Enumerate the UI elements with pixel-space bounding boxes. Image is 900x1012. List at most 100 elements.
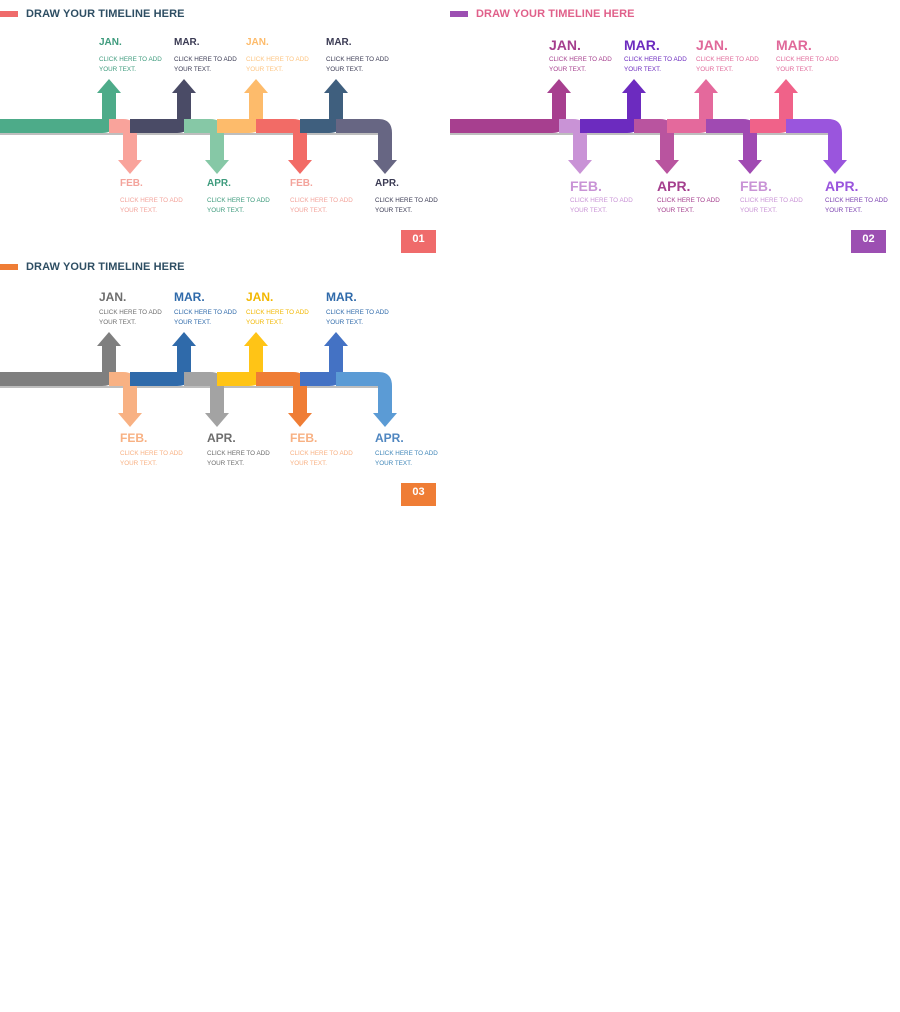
milestone-text-7[interactable]: CLICK HERE TO ADD YOUR TEXT. <box>326 309 389 326</box>
milestone-text-5[interactable]: CLICK HERE TO ADD YOUR TEXT. <box>246 309 309 326</box>
slide-title[interactable]: DRAW YOUR TIMELINE HERE <box>476 8 635 20</box>
milestone-text-5[interactable]: CLICK HERE TO ADD YOUR TEXT. <box>246 56 309 73</box>
timeline-shadow <box>450 133 835 135</box>
arrow-shaft <box>706 119 757 160</box>
milestone-month-5[interactable]: JAN. <box>246 290 274 304</box>
milestone-text-2[interactable]: CLICK HERE TO ADD YOUR TEXT. <box>120 450 183 467</box>
milestone-text-4[interactable]: CLICK HERE TO ADD YOUR TEXT. <box>657 197 720 214</box>
timeline-shadow <box>0 386 385 388</box>
timeline-arrow-4 <box>634 119 679 174</box>
milestone-text-1[interactable]: CLICK HERE TO ADD YOUR TEXT. <box>99 56 162 73</box>
arrow-head <box>568 160 592 174</box>
timeline-arrow-3 <box>130 79 196 133</box>
milestone-text-6[interactable]: CLICK HERE TO ADD YOUR TEXT. <box>290 197 353 214</box>
timeline-arrow-7 <box>300 332 348 386</box>
slide-3: DRAW YOUR TIMELINE HERE JAN. CLICK HERE T… <box>0 253 450 506</box>
slide-number-badge: 01 <box>401 230 436 253</box>
milestone-month-3[interactable]: MAR. <box>624 37 660 53</box>
milestone-month-6[interactable]: FEB. <box>290 178 313 189</box>
milestone-month-4[interactable]: APR. <box>207 431 236 445</box>
milestone-text-7[interactable]: CLICK HERE TO ADD YOUR TEXT. <box>326 56 389 73</box>
milestone-text-8[interactable]: CLICK HERE TO ADD YOUR TEXT. <box>375 450 438 467</box>
arrow-head <box>205 413 229 427</box>
arrow-head <box>288 160 312 174</box>
milestone-month-8[interactable]: APR. <box>375 178 399 189</box>
milestone-month-2[interactable]: FEB. <box>570 178 602 194</box>
timeline-arrow-8 <box>336 372 397 427</box>
milestone-text-2[interactable]: CLICK HERE TO ADD YOUR TEXT. <box>570 197 633 214</box>
arrow-shaft <box>336 372 392 413</box>
timeline-arrow-5 <box>217 332 268 386</box>
milestone-month-2[interactable]: FEB. <box>120 178 143 189</box>
milestone-text-3[interactable]: CLICK HERE TO ADD YOUR TEXT. <box>174 309 237 326</box>
timeline-arrow-1 <box>0 332 121 386</box>
milestone-month-6[interactable]: FEB. <box>740 178 772 194</box>
milestone-text-4[interactable]: CLICK HERE TO ADD YOUR TEXT. <box>207 197 270 214</box>
milestone-text-5[interactable]: CLICK HERE TO ADD YOUR TEXT. <box>696 56 759 73</box>
slide-2: DRAW YOUR TIMELINE HERE JAN. CLICK HERE T… <box>450 0 900 253</box>
arrow-shaft <box>750 93 793 133</box>
arrow-head <box>172 79 196 93</box>
milestone-text-2[interactable]: CLICK HERE TO ADD YOUR TEXT. <box>120 197 183 214</box>
milestone-month-8[interactable]: APR. <box>375 431 404 445</box>
timeline-arrows <box>450 79 847 174</box>
arrow-shaft <box>450 93 566 133</box>
slide-number-badge: 02 <box>851 230 886 253</box>
milestone-month-7[interactable]: MAR. <box>326 290 357 304</box>
arrow-head <box>823 160 847 174</box>
arrow-shaft <box>336 119 392 160</box>
milestone-month-1[interactable]: JAN. <box>549 37 581 53</box>
milestone-month-2[interactable]: FEB. <box>120 431 148 445</box>
timeline-arrow-3 <box>130 332 196 386</box>
milestone-text-4[interactable]: CLICK HERE TO ADD YOUR TEXT. <box>207 450 270 467</box>
timeline-arrow-1 <box>0 79 121 133</box>
milestone-month-7[interactable]: MAR. <box>326 37 352 48</box>
timeline-arrow-7 <box>750 79 798 133</box>
milestone-text-8[interactable]: CLICK HERE TO ADD YOUR TEXT. <box>825 197 888 214</box>
milestone-month-4[interactable]: APR. <box>657 178 691 194</box>
milestone-text-3[interactable]: CLICK HERE TO ADD YOUR TEXT. <box>624 56 687 73</box>
milestone-text-7[interactable]: CLICK HERE TO ADD YOUR TEXT. <box>776 56 839 73</box>
milestone-text-6[interactable]: CLICK HERE TO ADD YOUR TEXT. <box>740 197 803 214</box>
arrow-shaft <box>300 93 343 133</box>
arrow-shaft <box>580 93 641 133</box>
milestone-month-3[interactable]: MAR. <box>174 290 205 304</box>
title-accent-bar <box>0 264 18 270</box>
milestone-month-7[interactable]: MAR. <box>776 37 812 53</box>
milestone-text-1[interactable]: CLICK HERE TO ADD YOUR TEXT. <box>99 309 162 326</box>
arrow-head <box>324 79 348 93</box>
arrow-head <box>97 332 121 346</box>
arrow-shaft <box>130 93 191 133</box>
milestone-month-6[interactable]: FEB. <box>290 431 318 445</box>
milestone-month-5[interactable]: JAN. <box>696 37 728 53</box>
milestone-month-8[interactable]: APR. <box>825 178 859 194</box>
timeline-arrow-6 <box>706 119 762 174</box>
arrow-shaft <box>300 346 343 386</box>
milestone-text-8[interactable]: CLICK HERE TO ADD YOUR TEXT. <box>375 197 438 214</box>
timeline-arrow-8 <box>786 119 847 174</box>
arrow-head <box>738 160 762 174</box>
arrow-shaft <box>217 93 263 133</box>
milestone-text-6[interactable]: CLICK HERE TO ADD YOUR TEXT. <box>290 450 353 467</box>
milestone-text-3[interactable]: CLICK HERE TO ADD YOUR TEXT. <box>174 56 237 73</box>
milestone-month-1[interactable]: JAN. <box>99 290 127 304</box>
slide-title[interactable]: DRAW YOUR TIMELINE HERE <box>26 261 185 273</box>
milestone-month-1[interactable]: JAN. <box>99 37 122 48</box>
timeline-arrow-4 <box>184 119 229 174</box>
arrow-shaft <box>256 119 307 160</box>
arrow-head <box>373 160 397 174</box>
arrow-head <box>324 332 348 346</box>
arrow-shaft <box>217 346 263 386</box>
slide-title[interactable]: DRAW YOUR TIMELINE HERE <box>26 8 185 20</box>
slide-1: DRAW YOUR TIMELINE HERE JAN. CLICK HERE T… <box>0 0 450 253</box>
arrow-head <box>118 413 142 427</box>
milestone-month-4[interactable]: APR. <box>207 178 231 189</box>
arrow-head <box>655 160 679 174</box>
milestone-month-3[interactable]: MAR. <box>174 37 200 48</box>
arrow-shaft <box>0 93 116 133</box>
arrow-shaft <box>184 372 224 413</box>
milestone-month-5[interactable]: JAN. <box>246 37 269 48</box>
timeline-arrow-6 <box>256 372 312 427</box>
arrow-shaft <box>184 119 224 160</box>
milestone-text-1[interactable]: CLICK HERE TO ADD YOUR TEXT. <box>549 56 612 73</box>
